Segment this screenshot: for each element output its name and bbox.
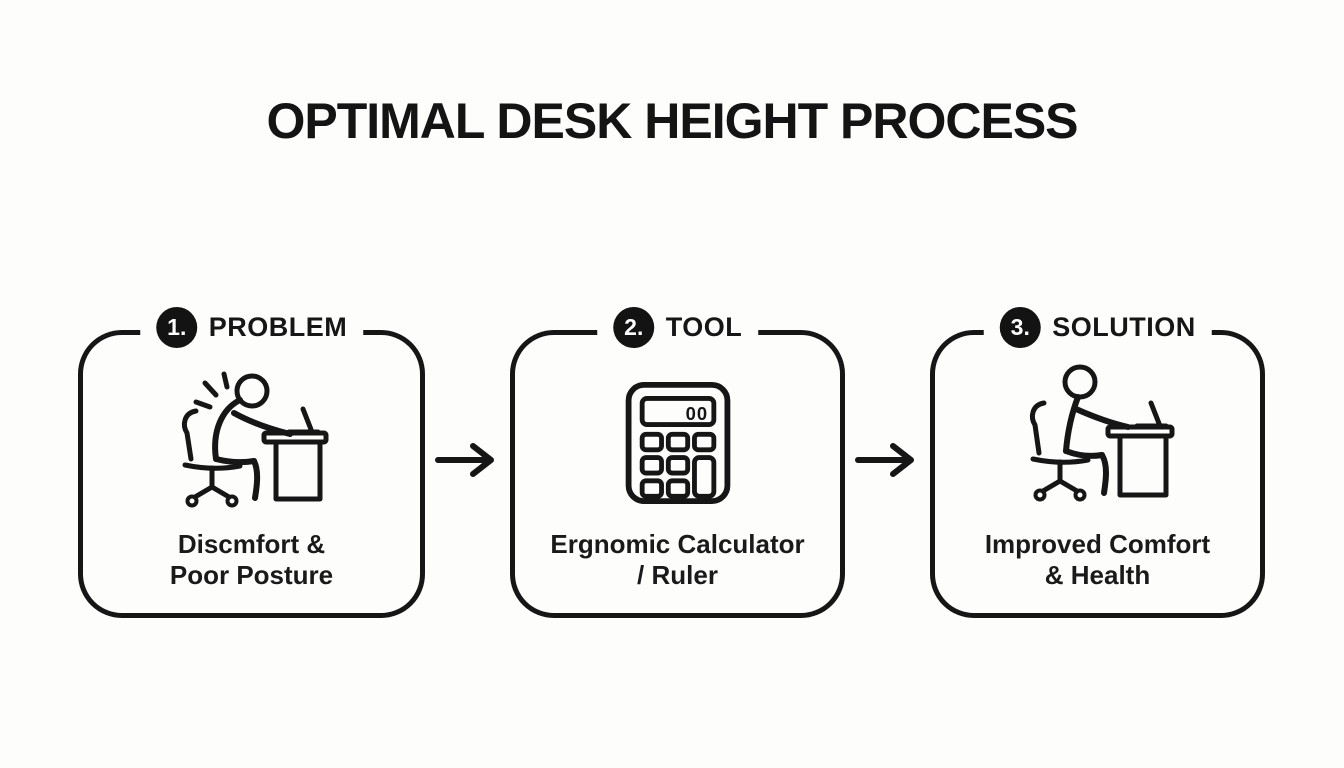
step-number: 3. <box>1010 313 1030 340</box>
step-header-tool: 2. TOOL <box>596 305 759 349</box>
calculator-display-value: 00 <box>685 403 707 424</box>
step-number: 2. <box>624 313 644 340</box>
step-card-problem: 1. PROBLEM <box>78 305 425 618</box>
person-upright-at-desk-icon <box>935 363 1260 507</box>
caption-line: & Health <box>1044 560 1151 590</box>
caption-line: / Ruler <box>637 560 718 590</box>
caption-line: Poor Posture <box>169 560 334 590</box>
step-card-solution: 3. SOLUTION <box>930 305 1265 618</box>
step-number-badge: 3. <box>999 306 1041 348</box>
step-label: PROBLEM <box>208 311 348 342</box>
caption-line: Discmfort & <box>177 529 326 559</box>
step-caption: Ergnomic Calculator / Ruler <box>515 529 840 591</box>
step-number-badge: 2. <box>612 306 654 348</box>
step-card-tool: 2. TOOL 00 <box>510 305 845 618</box>
right-arrow-icon <box>433 438 503 482</box>
step-label: TOOL <box>665 311 743 342</box>
calculator-icon: 00 <box>515 381 840 505</box>
step-caption: Improved Comfort & Health <box>935 529 1260 591</box>
step-number-badge: 1. <box>155 306 197 348</box>
step-label: SOLUTION <box>1052 311 1196 342</box>
step-header-solution: 3. SOLUTION <box>983 305 1212 349</box>
caption-line: Ergnomic Calculator <box>550 529 805 559</box>
right-arrow-icon <box>853 438 923 482</box>
caption-line: Improved Comfort <box>984 529 1211 559</box>
step-caption: Discmfort & Poor Posture <box>83 529 420 591</box>
step-header-problem: 1. PROBLEM <box>139 305 364 349</box>
person-slouched-at-desk-icon <box>83 371 420 511</box>
step-number: 1. <box>167 313 187 340</box>
page-title: OPTIMAL DESK HEIGHT PROCESS <box>266 93 1078 149</box>
